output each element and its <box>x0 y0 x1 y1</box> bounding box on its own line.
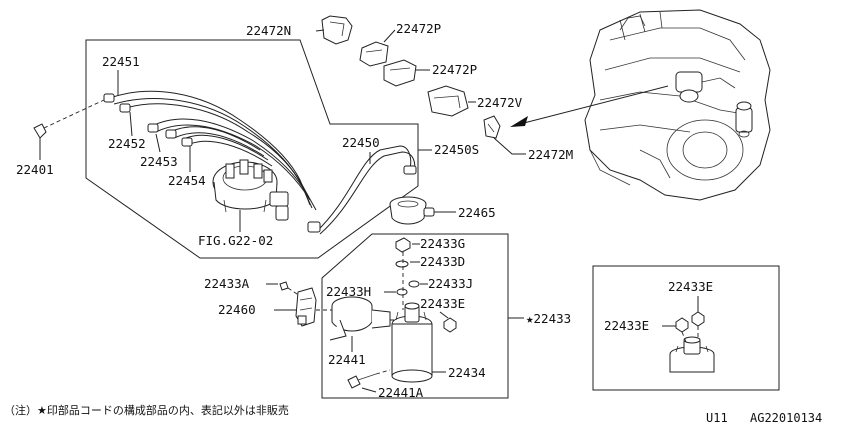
label-22433A: 22433A <box>204 276 250 291</box>
label-22433J: 22433J <box>428 276 473 291</box>
fig-reference: FIG.G22-02 <box>198 233 273 248</box>
diagram-code-left: U11 <box>706 411 728 425</box>
label-22433G: 22433G <box>420 236 465 251</box>
label-22472M: 22472M <box>528 147 573 162</box>
inset-nut-lower <box>675 317 689 333</box>
label-22434: 22434 <box>448 365 486 380</box>
label-inset-22433E-lower: 22433E <box>604 318 649 333</box>
inset-coil-detail <box>669 336 715 373</box>
label-22451: 22451 <box>102 54 140 69</box>
module-22460 <box>295 287 317 327</box>
washer-22433D <box>395 260 409 268</box>
label-inset-22433E-upper: 22433E <box>668 279 713 294</box>
bolt-22401 <box>33 123 47 139</box>
label-22450S: 22450S <box>434 142 479 157</box>
spark-plug-cords <box>103 90 417 235</box>
cord-set-outline <box>85 39 419 259</box>
nut-22433E <box>443 317 457 333</box>
label-22460: 22460 <box>218 302 256 317</box>
terminal-22433H <box>396 288 408 296</box>
coil-assembly-outline <box>321 233 509 399</box>
label-22472P-upper: 22472P <box>396 21 441 36</box>
clip-22472M <box>483 115 501 139</box>
label-22472V: 22472V <box>477 95 523 110</box>
label-22452: 22452 <box>108 136 146 151</box>
label-22441A: 22441A <box>378 385 424 400</box>
label-22433D: 22433D <box>420 254 465 269</box>
inset-nut-upper <box>691 311 705 327</box>
label-22441: 22441 <box>328 352 366 367</box>
label-22433E: 22433E <box>420 296 465 311</box>
label-22433-assembly: ★22433 <box>526 311 571 326</box>
bolt-22441A <box>347 373 377 389</box>
label-22472N: 22472N <box>246 23 291 38</box>
bracket-22441 <box>329 296 391 341</box>
washer-22433J <box>408 280 420 288</box>
footer-note: （注）★印部品コードの構成部品の内、表記以外は非販売 <box>4 403 289 417</box>
label-22453: 22453 <box>140 154 178 169</box>
cap-22465 <box>389 196 435 225</box>
clip-22472P-lower <box>383 59 417 87</box>
label-22433H: 22433H <box>326 284 371 299</box>
diagram-code-right: AG22010134 <box>750 411 822 425</box>
nut-22433G <box>395 237 411 253</box>
distributor <box>212 159 289 221</box>
engine-illustration <box>584 9 771 201</box>
clip-22472V <box>427 85 469 117</box>
label-22450: 22450 <box>342 135 380 150</box>
inset-detail-box <box>592 265 780 391</box>
label-22465: 22465 <box>458 205 496 220</box>
screw-22433A <box>279 281 289 291</box>
label-22472P-lower: 22472P <box>432 62 477 77</box>
arrow-head-icon <box>510 116 528 127</box>
label-22401: 22401 <box>16 162 54 177</box>
clip-22472N <box>321 15 353 45</box>
ignition-coil-22434 <box>391 302 433 383</box>
label-22454: 22454 <box>168 173 206 188</box>
clip-22472P-upper <box>359 41 389 67</box>
location-arrow <box>519 85 669 125</box>
